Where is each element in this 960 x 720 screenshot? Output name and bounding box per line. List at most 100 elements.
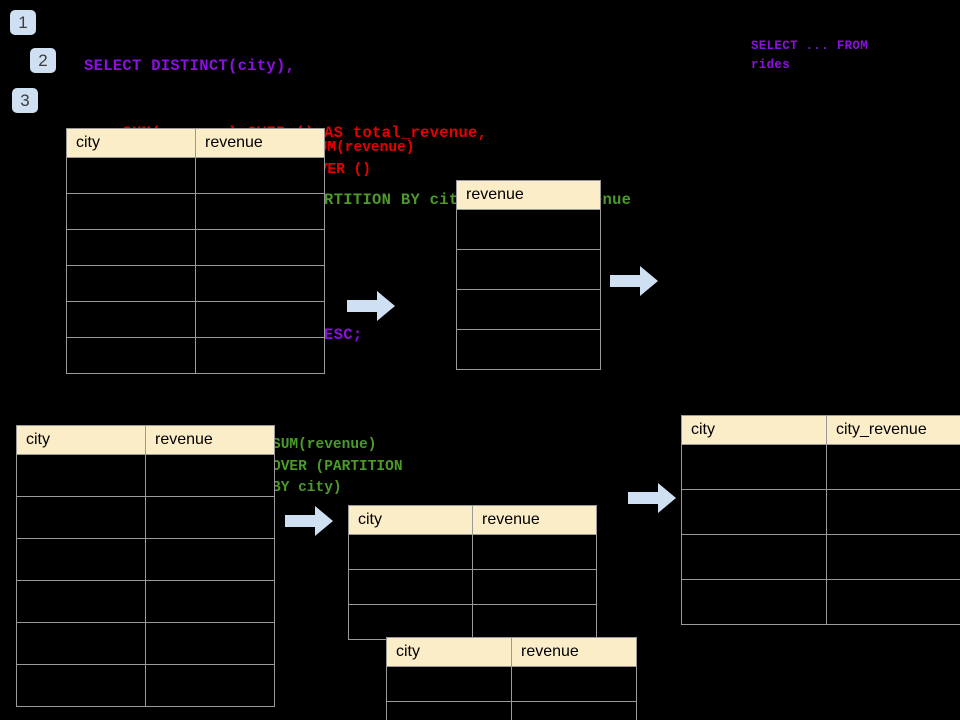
table-header-row: revenue	[456, 180, 601, 210]
table-row	[681, 444, 960, 490]
table-header-row: city revenue	[348, 505, 597, 535]
table-cell	[681, 489, 827, 535]
table-cell	[386, 701, 512, 720]
table-cell	[826, 534, 960, 580]
table-cell	[472, 604, 597, 640]
table-cell	[681, 444, 827, 490]
arrow-top-left-icon	[347, 291, 395, 321]
table-row	[681, 489, 960, 535]
table-partition-group-a: city revenue	[348, 505, 597, 640]
table-row	[681, 579, 960, 625]
table-row	[66, 337, 325, 374]
table-cell	[195, 193, 325, 230]
table-cell	[66, 337, 196, 374]
table-cell	[681, 579, 827, 625]
column-header-revenue: revenue	[195, 128, 325, 158]
table-cell	[195, 265, 325, 302]
column-header-revenue: revenue	[511, 637, 637, 667]
table-row	[66, 157, 325, 194]
column-header-revenue: revenue	[456, 180, 601, 210]
table-cell	[456, 249, 601, 290]
annotation-over-partition: SUM(revenue) OVER (PARTITION BY city)	[272, 437, 403, 496]
table-cell	[66, 229, 196, 266]
table-row	[66, 229, 325, 266]
table-row	[16, 622, 275, 665]
step-badge-1[interactable]: 1	[10, 10, 36, 35]
table-row	[16, 580, 275, 623]
table-cell	[145, 664, 275, 707]
table-cell	[145, 454, 275, 497]
table-cell	[348, 569, 473, 605]
table-cell	[195, 229, 325, 266]
table-cell	[145, 496, 275, 539]
arrow-top-right-icon	[610, 266, 658, 296]
table-cell	[348, 534, 473, 570]
table-header-row: city revenue	[66, 128, 325, 158]
table-cell	[145, 580, 275, 623]
table-row	[456, 289, 601, 330]
column-header-city: city	[348, 505, 473, 535]
table-cell	[472, 534, 597, 570]
step-badge-2[interactable]: 2	[30, 48, 56, 73]
table-row	[456, 209, 601, 250]
column-header-revenue: revenue	[145, 425, 275, 455]
column-header-city: city	[16, 425, 146, 455]
table-cell	[66, 157, 196, 194]
table-cell	[826, 489, 960, 535]
table-cell	[195, 337, 325, 374]
table-header-row: city city_revenue	[681, 415, 960, 445]
sql-line-1: SELECT DISTINCT(city),	[84, 56, 296, 75]
table-final-result: city city_revenue	[681, 415, 960, 625]
table-cell	[195, 157, 325, 194]
table-total-revenue: revenue	[456, 180, 601, 370]
column-header-city: city	[66, 128, 196, 158]
table-cell	[511, 666, 637, 702]
table-rides-source-top: city revenue	[66, 128, 325, 374]
table-row	[66, 193, 325, 230]
table-row	[456, 329, 601, 370]
table-header-row: city revenue	[16, 425, 275, 455]
table-cell	[145, 538, 275, 581]
table-cell	[386, 666, 512, 702]
table-row	[386, 701, 637, 720]
table-row	[66, 265, 325, 302]
table-cell	[826, 579, 960, 625]
table-cell	[66, 265, 196, 302]
table-partition-group-b: city revenue	[386, 637, 637, 720]
column-header-city-revenue: city_revenue	[826, 415, 960, 445]
table-cell	[511, 701, 637, 720]
table-cell	[16, 496, 146, 539]
table-cell	[66, 301, 196, 338]
table-cell	[195, 301, 325, 338]
table-cell	[456, 209, 601, 250]
table-cell	[16, 580, 146, 623]
arrow-bottom-left-icon	[285, 506, 333, 536]
table-row	[66, 301, 325, 338]
step-badge-3[interactable]: 3	[12, 88, 38, 113]
table-row	[386, 666, 637, 702]
table-cell	[16, 622, 146, 665]
column-header-revenue: revenue	[472, 505, 597, 535]
table-cell	[145, 622, 275, 665]
table-cell	[16, 664, 146, 707]
column-header-city: city	[681, 415, 827, 445]
table-row	[348, 569, 597, 605]
annotation-over-empty: SUM(revenue) OVER ()	[310, 140, 415, 178]
table-row	[16, 664, 275, 707]
table-row	[456, 249, 601, 290]
table-cell	[16, 538, 146, 581]
table-row	[16, 496, 275, 539]
table-row	[16, 538, 275, 581]
table-row	[348, 534, 597, 570]
table-cell	[456, 289, 601, 330]
table-row	[681, 534, 960, 580]
sql-side-note: SELECT ... FROM rides	[751, 39, 869, 72]
table-row	[16, 454, 275, 497]
table-cell	[348, 604, 473, 640]
table-cell	[456, 329, 601, 370]
table-cell	[16, 454, 146, 497]
table-cell	[681, 534, 827, 580]
table-cell	[66, 193, 196, 230]
table-cell	[826, 444, 960, 490]
